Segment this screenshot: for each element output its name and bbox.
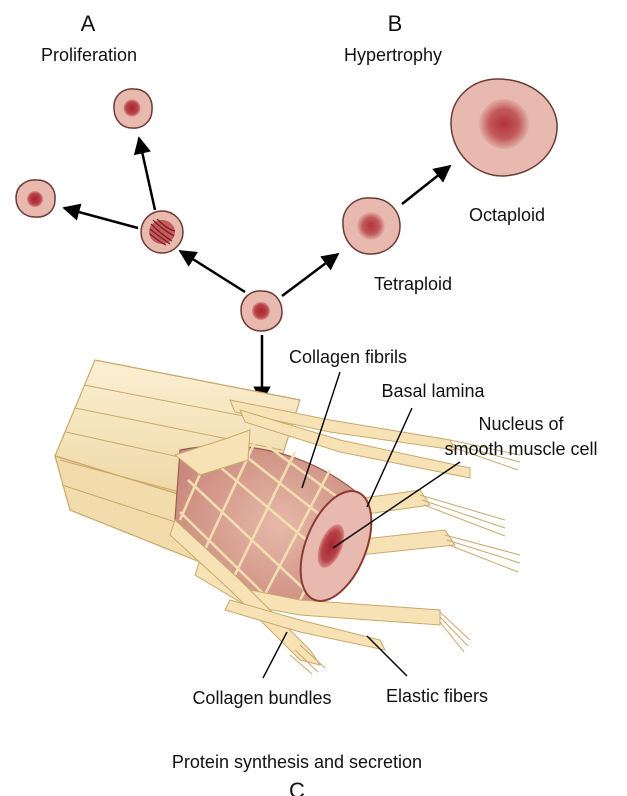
label-nucleus-line1: Nucleus of <box>478 414 564 434</box>
label-octaploid: Octaploid <box>469 205 545 225</box>
arrow-to-left-cell <box>62 203 139 230</box>
label-nucleus-line2: smooth muscle cell <box>444 439 597 459</box>
panel-b-title: Hypertrophy <box>344 45 442 65</box>
cell-mitotic <box>140 210 184 254</box>
panel-c-title: Protein synthesis and secretion <box>172 752 422 772</box>
leader-nucleus <box>332 461 461 549</box>
cell-progenitor <box>240 290 283 332</box>
panel-b-letter: B <box>388 11 403 36</box>
panel-c-letter: C <box>289 778 305 796</box>
label-basal-lamina: Basal lamina <box>381 381 485 401</box>
cell-tetraploid <box>342 197 401 255</box>
label-elastic-fibers: Elastic fibers <box>386 686 488 706</box>
leader-collagen-bundles <box>262 631 288 679</box>
leader-elastic-fibers <box>366 635 408 677</box>
arrow-to-top-cell <box>133 136 157 211</box>
leader-collagen-fibrils <box>301 371 341 489</box>
panel-a-title: Proliferation <box>41 45 137 65</box>
arrow-to-mitotic <box>178 249 246 294</box>
cell-octaploid <box>450 78 558 177</box>
cell-left-daughter <box>15 179 56 218</box>
label-collagen-fibrils: Collagen fibrils <box>289 347 407 367</box>
label-tetraploid: Tetraploid <box>374 274 452 294</box>
arrow-to-octaploid <box>401 164 452 205</box>
label-collagen-bundles: Collagen bundles <box>192 688 331 708</box>
arrow-to-tetraploid <box>281 252 340 297</box>
cell-top-daughter <box>113 88 153 129</box>
leader-basal-lamina <box>366 407 413 508</box>
panel-a-letter: A <box>81 11 96 36</box>
fiber-bundle <box>54 359 521 675</box>
